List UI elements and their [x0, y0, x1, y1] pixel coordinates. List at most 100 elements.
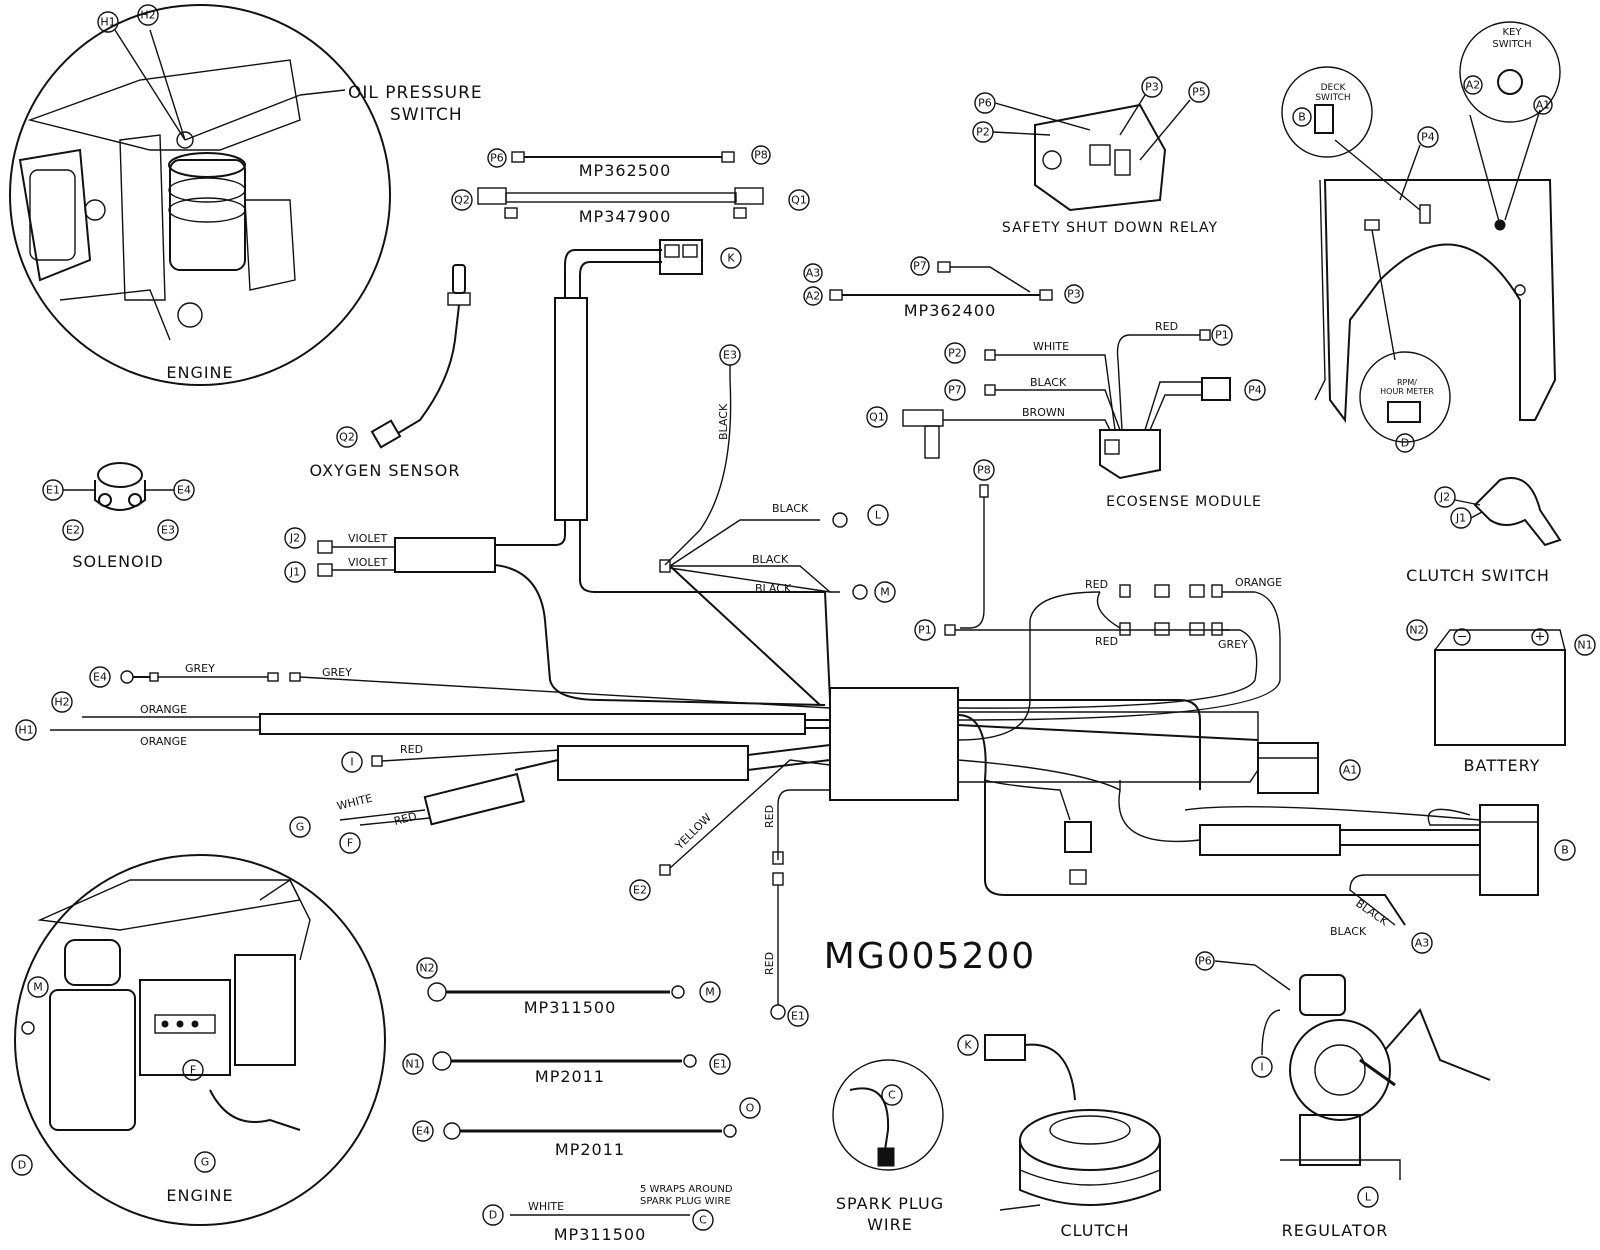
- svg-text:J2: J2: [289, 532, 300, 545]
- svg-text:Q2: Q2: [454, 194, 470, 207]
- svg-text:P6: P6: [978, 97, 992, 110]
- control-panel: DECK SWITCH B KEY SWITCH A2 A1 P4 RPM/ H…: [1281, 21, 1561, 453]
- svg-text:P3: P3: [1067, 288, 1081, 301]
- svg-text:BLACK: BLACK: [752, 553, 789, 566]
- solenoid-label: SOLENOID: [72, 552, 163, 571]
- svg-text:N2: N2: [419, 962, 434, 975]
- battery: − + N2 N1 BATTERY: [1406, 619, 1596, 775]
- ecosense-module: P2 P7 Q1 P1 P4 WHITE BLACK BROWN RED ECO…: [866, 320, 1266, 510]
- svg-text:E4: E4: [93, 671, 107, 684]
- svg-text:E1: E1: [46, 484, 60, 497]
- oil-pressure-label-1: OIL PRESSURE: [348, 83, 483, 103]
- svg-text:N2: N2: [1409, 624, 1424, 637]
- svg-text:P8: P8: [977, 464, 991, 477]
- svg-text:WIRE: WIRE: [867, 1215, 913, 1234]
- svg-text:E4: E4: [177, 484, 191, 497]
- mp362400-cable: A3 A2 P7 P3 MP362400: [803, 256, 1084, 320]
- rpm-label-2: HOUR METER: [1380, 387, 1434, 396]
- engine-bottom-label: ENGINE: [166, 1186, 233, 1205]
- svg-text:I: I: [1260, 1061, 1263, 1074]
- safety-relay-label: SAFETY SHUT DOWN RELAY: [1002, 220, 1218, 236]
- svg-text:D: D: [18, 1159, 26, 1172]
- svg-text:P2: P2: [948, 347, 962, 360]
- svg-text:O: O: [746, 1102, 755, 1115]
- svg-text:BLACK: BLACK: [1030, 376, 1067, 389]
- svg-text:E3: E3: [161, 524, 175, 537]
- mp311500-cable: N2 M MP311500: [416, 957, 721, 1017]
- svg-text:SPARK PLUG: SPARK PLUG: [836, 1194, 944, 1213]
- svg-text:Q1: Q1: [869, 411, 885, 424]
- svg-text:MP311500: MP311500: [554, 1225, 647, 1244]
- mp347900-cable: Q2 Q1 MP347900: [451, 187, 810, 226]
- svg-text:P4: P4: [1248, 384, 1262, 397]
- svg-text:RED: RED: [393, 810, 419, 828]
- svg-text:N1: N1: [1577, 639, 1592, 652]
- svg-text:D: D: [1401, 437, 1409, 450]
- svg-text:A2: A2: [1466, 79, 1481, 92]
- svg-text:BLACK: BLACK: [717, 403, 730, 440]
- engine-bottom-detail: M F G D ENGINE: [11, 854, 386, 1226]
- svg-text:REGULATOR: REGULATOR: [1282, 1221, 1389, 1240]
- deck-switch-label-2: SWITCH: [1315, 93, 1350, 103]
- svg-text:E1: E1: [713, 1058, 727, 1071]
- svg-text:BLACK: BLACK: [755, 582, 792, 595]
- svg-text:I: I: [350, 756, 353, 769]
- svg-text:GREY: GREY: [1218, 638, 1248, 651]
- svg-text:WHITE: WHITE: [528, 1200, 564, 1213]
- part-mp362500: MP362500: [579, 161, 672, 180]
- svg-text:BROWN: BROWN: [1022, 406, 1065, 419]
- svg-text:A3: A3: [1415, 937, 1430, 950]
- svg-text:RED: RED: [400, 743, 423, 756]
- spark-plug-wire: C SPARK PLUG WIRE: [832, 1059, 944, 1234]
- svg-text:G: G: [201, 1156, 210, 1169]
- svg-text:CLUTCH: CLUTCH: [1060, 1221, 1129, 1240]
- svg-text:MP2011: MP2011: [535, 1067, 605, 1086]
- svg-text:ORANGE: ORANGE: [1235, 576, 1282, 589]
- svg-text:A1: A1: [1343, 764, 1358, 777]
- svg-text:P3: P3: [1145, 81, 1159, 94]
- mp311500-wire: D WHITE C 5 WRAPS AROUND SPARK PLUG WIRE…: [482, 1184, 733, 1244]
- svg-text:WHITE: WHITE: [1033, 340, 1069, 353]
- svg-text:5 WRAPS AROUND: 5 WRAPS AROUND: [640, 1184, 733, 1195]
- svg-text:MP2011: MP2011: [555, 1140, 625, 1159]
- svg-text:G: G: [296, 821, 305, 834]
- svg-text:B: B: [1298, 111, 1306, 124]
- svg-text:−: −: [1457, 630, 1468, 645]
- svg-text:L: L: [1365, 1191, 1372, 1204]
- svg-text:P7: P7: [913, 260, 927, 273]
- svg-text:D: D: [489, 1209, 497, 1222]
- svg-text:P6: P6: [490, 152, 504, 165]
- svg-text:BLACK: BLACK: [772, 502, 809, 515]
- svg-text:L: L: [875, 509, 882, 522]
- diagram-number: MG005200: [824, 936, 1036, 977]
- part-mp362400: MP362400: [904, 301, 997, 320]
- svg-text:E3: E3: [723, 349, 737, 362]
- svg-text:H2: H2: [54, 696, 69, 709]
- svg-text:BLACK: BLACK: [1330, 925, 1367, 938]
- svg-text:GREY: GREY: [322, 666, 352, 679]
- clutch: K CLUTCH: [957, 1034, 1161, 1240]
- svg-text:F: F: [347, 837, 353, 850]
- svg-text:GREY: GREY: [185, 662, 215, 675]
- svg-text:Q1: Q1: [791, 194, 807, 207]
- svg-text:MP311500: MP311500: [524, 998, 617, 1017]
- svg-text:M: M: [705, 986, 715, 999]
- safety-relay: P6 P3 P5 P2 SAFETY SHUT DOWN RELAY: [972, 76, 1218, 236]
- svg-text:C: C: [888, 1089, 896, 1102]
- main-harness: K VIOLET VIOLET J2 J1 E3 BLACK BLACK L B…: [15, 239, 1576, 1027]
- mp2011-cable-2: E4 O MP2011: [412, 1097, 761, 1159]
- svg-text:RED: RED: [763, 805, 776, 828]
- svg-text:F: F: [190, 1064, 196, 1077]
- svg-text:B: B: [1561, 844, 1569, 857]
- key-switch-label-1: KEY: [1503, 27, 1523, 38]
- svg-text:BLACK: BLACK: [1353, 897, 1391, 929]
- callout-h2: H2: [140, 9, 155, 22]
- svg-text:SPARK PLUG WIRE: SPARK PLUG WIRE: [640, 1196, 731, 1207]
- svg-text:A2: A2: [806, 290, 821, 303]
- svg-text:H1: H1: [18, 724, 33, 737]
- svg-text:E2: E2: [66, 524, 80, 537]
- svg-text:RED: RED: [1085, 578, 1108, 591]
- part-mp347900: MP347900: [579, 207, 672, 226]
- oil-pressure-label-2: SWITCH: [390, 105, 463, 125]
